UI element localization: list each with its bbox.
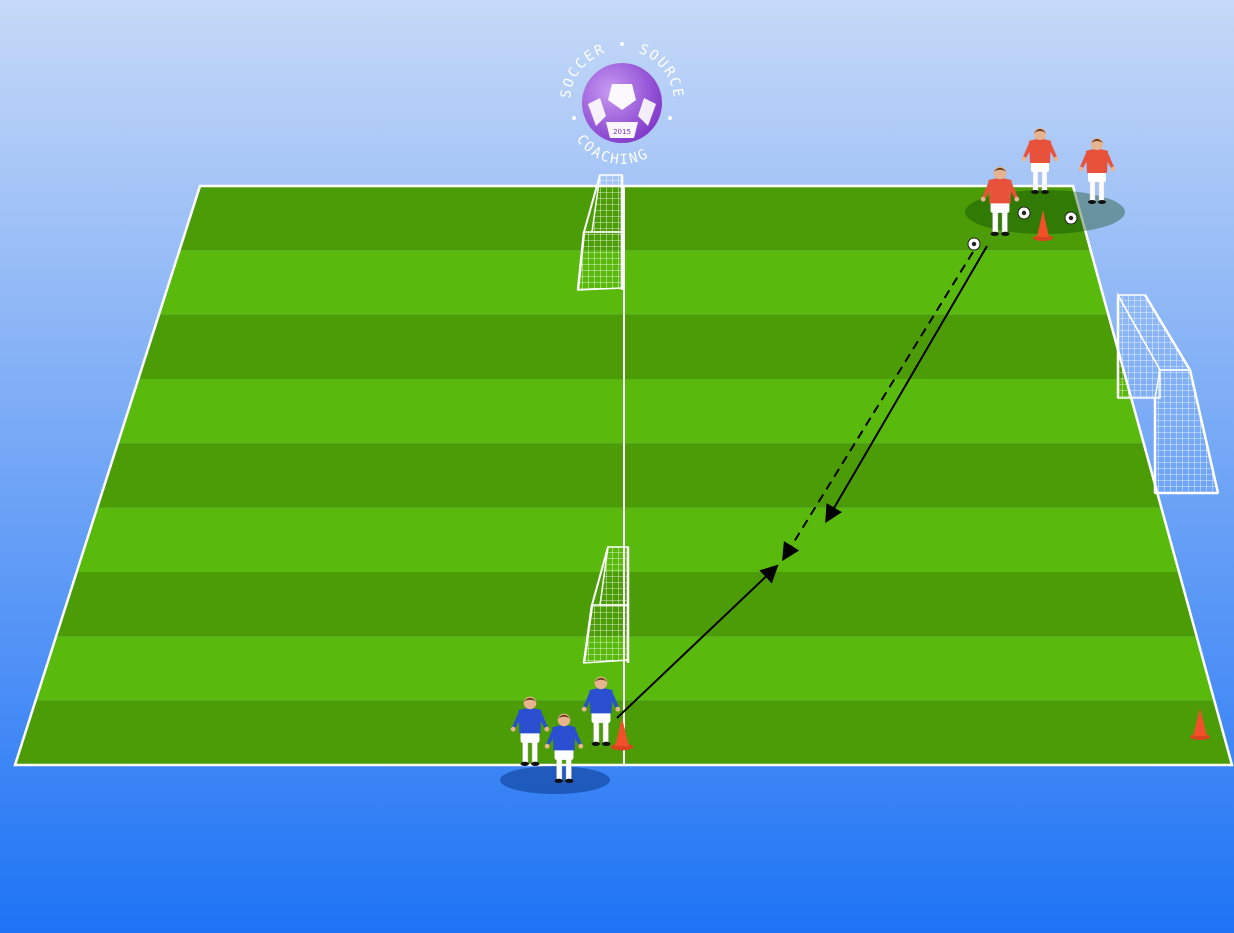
soccer-ball xyxy=(968,238,980,250)
pitch-stripe xyxy=(138,315,1126,379)
pitch-stripe xyxy=(118,379,1144,443)
pitch-stripe xyxy=(179,186,1090,250)
logo-ball-year: 2015 xyxy=(613,128,631,136)
pitch-stripe xyxy=(97,443,1161,507)
soccer-ball xyxy=(1018,207,1030,219)
soccer-ball xyxy=(1065,212,1077,224)
